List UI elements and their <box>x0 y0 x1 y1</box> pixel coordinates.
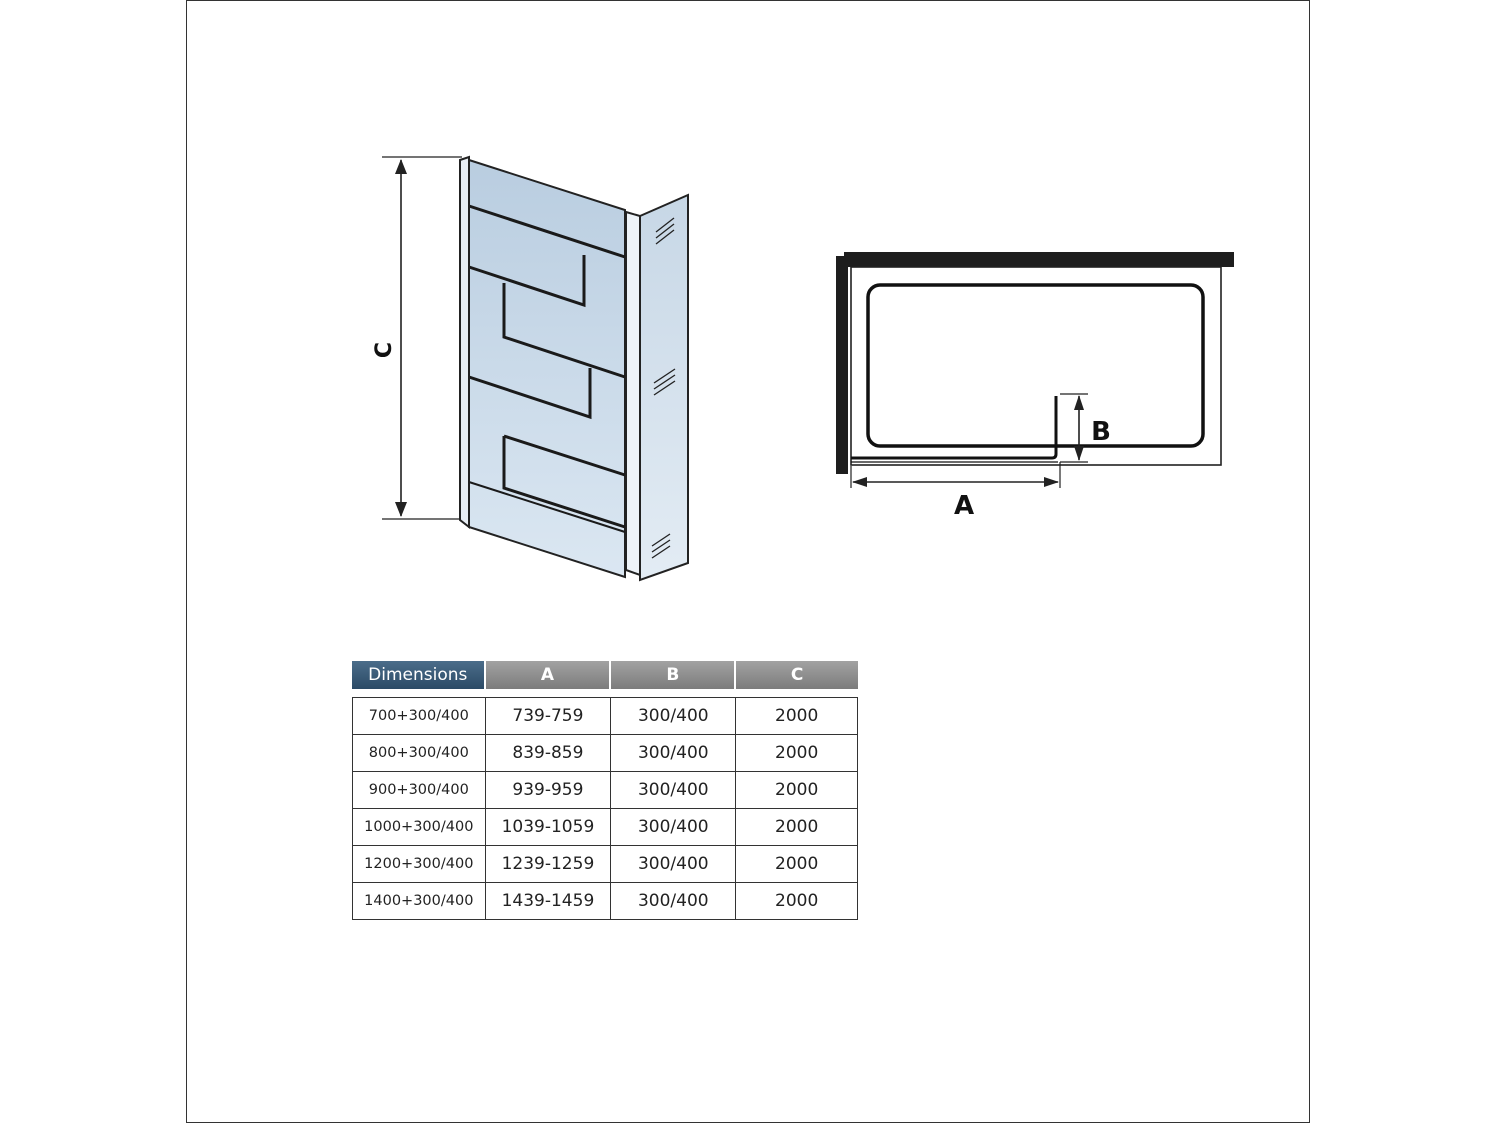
cell-c: 2000 <box>736 697 858 735</box>
dimension-b: B <box>1060 393 1111 463</box>
dimensions-table: Dimensions A B C 700+300/400 739-759 300… <box>352 661 858 920</box>
table-row: 700+300/400 739-759 300/400 2000 <box>352 697 858 735</box>
bath-outline <box>850 266 1222 466</box>
cell-dimensions: 1400+300/400 <box>352 883 486 920</box>
cell-b: 300/400 <box>611 883 737 920</box>
label-b: B <box>1091 417 1111 447</box>
table-row: 1000+300/400 1039-1059 300/400 2000 <box>352 809 858 846</box>
table-row: 900+300/400 939-959 300/400 2000 <box>352 772 858 809</box>
bath-inner-basin <box>866 283 1205 448</box>
side-wall <box>836 256 848 474</box>
table-header-row: Dimensions A B C <box>352 661 858 689</box>
table-row: 1200+300/400 1239-1259 300/400 2000 <box>352 846 858 883</box>
image-frame <box>186 0 1310 1123</box>
cell-dimensions: 700+300/400 <box>352 697 486 735</box>
table-row: 1400+300/400 1439-1459 300/400 2000 <box>352 883 858 920</box>
cell-b: 300/400 <box>611 809 737 846</box>
cell-c: 2000 <box>736 883 858 920</box>
cell-c: 2000 <box>736 809 858 846</box>
back-wall <box>844 252 1234 267</box>
cell-b: 300/400 <box>611 697 737 735</box>
header-a: A <box>485 661 612 689</box>
cell-dimensions: 1200+300/400 <box>352 846 486 883</box>
screen-line <box>851 396 1058 460</box>
cell-a: 939-959 <box>485 772 612 809</box>
cell-dimensions: 900+300/400 <box>352 772 486 809</box>
cell-c: 2000 <box>736 846 858 883</box>
label-a: A <box>954 491 974 521</box>
cell-dimensions: 1000+300/400 <box>352 809 486 846</box>
header-c: C <box>736 661 858 689</box>
main-glass-panel <box>459 155 626 579</box>
cell-a: 1439-1459 <box>485 883 612 920</box>
cell-b: 300/400 <box>611 772 737 809</box>
header-dimensions: Dimensions <box>352 661 486 689</box>
table-row: 800+300/400 839-859 300/400 2000 <box>352 735 858 772</box>
cell-a: 739-759 <box>485 697 612 735</box>
cell-a: 839-859 <box>485 735 612 772</box>
cell-b: 300/400 <box>611 846 737 883</box>
dimension-c: C <box>372 156 462 520</box>
side-return-panel <box>625 193 689 582</box>
glass-reflection-icon <box>651 217 676 559</box>
cell-b: 300/400 <box>611 735 737 772</box>
cell-c: 2000 <box>736 772 858 809</box>
dimension-a: A <box>850 462 1061 521</box>
cell-a: 1239-1259 <box>485 846 612 883</box>
cell-a: 1039-1059 <box>485 809 612 846</box>
label-c: C <box>372 342 397 358</box>
header-b: B <box>611 661 737 689</box>
cell-c: 2000 <box>736 735 858 772</box>
cell-dimensions: 800+300/400 <box>352 735 486 772</box>
